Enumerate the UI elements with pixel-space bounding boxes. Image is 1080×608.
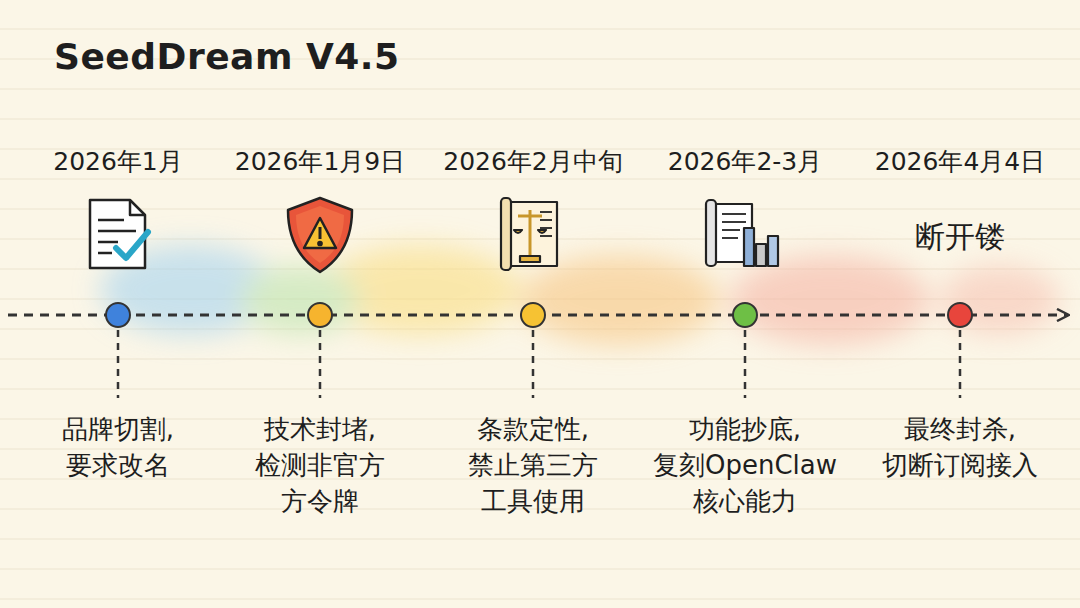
event-description: 条款定性, 禁止第三方 工具使用	[468, 412, 598, 520]
document-icon	[90, 200, 148, 268]
date-label: 2026年2月中旬	[443, 145, 623, 178]
law-scroll-icon	[501, 198, 557, 270]
event-description: 品牌切割, 要求改名	[62, 412, 174, 484]
shield-icon	[288, 198, 352, 272]
report-icon	[706, 200, 778, 266]
milestone-dots	[106, 303, 972, 327]
watercolor-wash	[100, 245, 1060, 345]
date-label: 2026年1月9日	[235, 145, 405, 178]
date-label: 2026年4月4日	[875, 145, 1045, 178]
event-description: 最终封杀, 切断订阅接入	[882, 412, 1038, 484]
leader-lines	[118, 330, 960, 398]
date-label: 2026年1月	[53, 145, 183, 178]
diagram-title: SeedDream V4.5	[54, 36, 400, 77]
date-label: 2026年2-3月	[668, 145, 822, 178]
status-note: 断开镂	[915, 217, 1005, 258]
event-description: 功能抄底, 复刻OpenClaw 核心能力	[653, 412, 837, 520]
event-description: 技术封堵, 检测非官方 方令牌	[255, 412, 385, 520]
